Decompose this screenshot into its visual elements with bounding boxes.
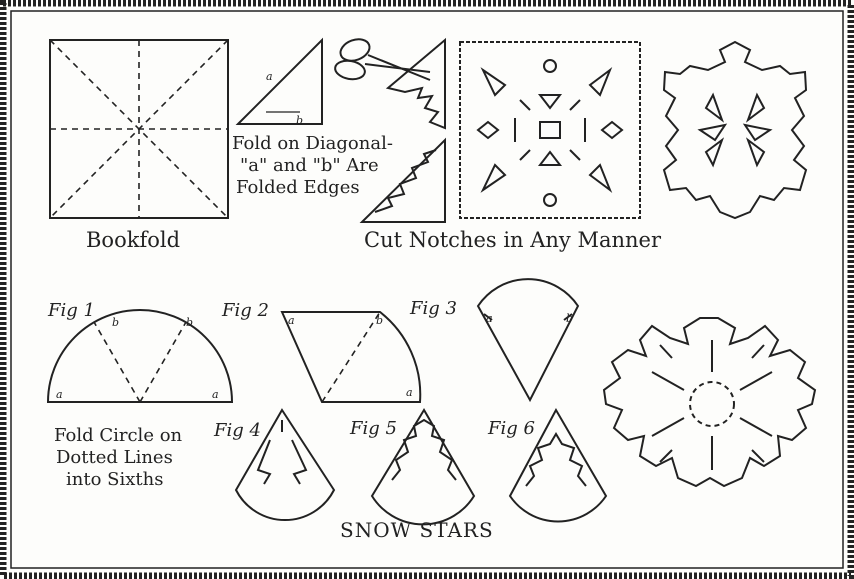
fig3-label: Fig 3 — [410, 298, 457, 319]
mark-a-triangle: a — [266, 70, 273, 83]
fold-diagonal-line1: Fold on Diagonal- — [232, 134, 393, 154]
mark-b-fig1-mid: b — [112, 316, 119, 329]
square-snowflake — [460, 42, 640, 218]
fig1-semicircle — [48, 310, 232, 402]
mark-a-fig1-left: a — [56, 388, 63, 401]
snowflake-bottom-right — [604, 318, 815, 486]
fig3-fold — [478, 279, 578, 400]
border-outer — [3, 3, 851, 576]
mark-b-fig2: b — [376, 314, 383, 327]
mark-a-fig3: a — [486, 312, 493, 325]
mark-b-triangle: b — [296, 114, 303, 127]
fold-diagonal-line3: Folded Edges — [236, 178, 360, 198]
mark-a-fig1-right: a — [212, 388, 219, 401]
circle-fold-line1: Fold Circle on — [54, 426, 182, 446]
mark-a-fig2: a — [288, 314, 295, 327]
fig2-label: Fig 2 — [222, 300, 269, 321]
bookfold-square — [50, 40, 228, 218]
scissors-icon — [334, 35, 430, 81]
fig1-label: Fig 1 — [48, 300, 95, 321]
mark-b-fig3: b — [566, 312, 573, 325]
cut-notches-label: Cut Notches in Any Manner — [364, 228, 661, 252]
mark-b-fig1-right: b — [186, 316, 193, 329]
diagonal-fold-triangle — [238, 40, 322, 124]
snowflake-top-right — [664, 42, 806, 218]
fig5-label: Fig 5 — [350, 418, 397, 439]
fig4-label: Fig 4 — [214, 420, 261, 441]
circle-fold-line3: into Sixths — [66, 470, 163, 490]
cut-triangle-top — [388, 40, 445, 128]
fig2-fold — [282, 312, 420, 402]
fig6-label: Fig 6 — [488, 418, 535, 439]
bookfold-label: Bookfold — [86, 228, 180, 252]
snow-stars-title: SNOW STARS — [340, 518, 494, 542]
fold-diagonal-line2: "a" and "b" Are — [240, 156, 379, 176]
circle-fold-line2: Dotted Lines — [56, 448, 173, 468]
mark-a-fig2-bottom: a — [406, 386, 413, 399]
